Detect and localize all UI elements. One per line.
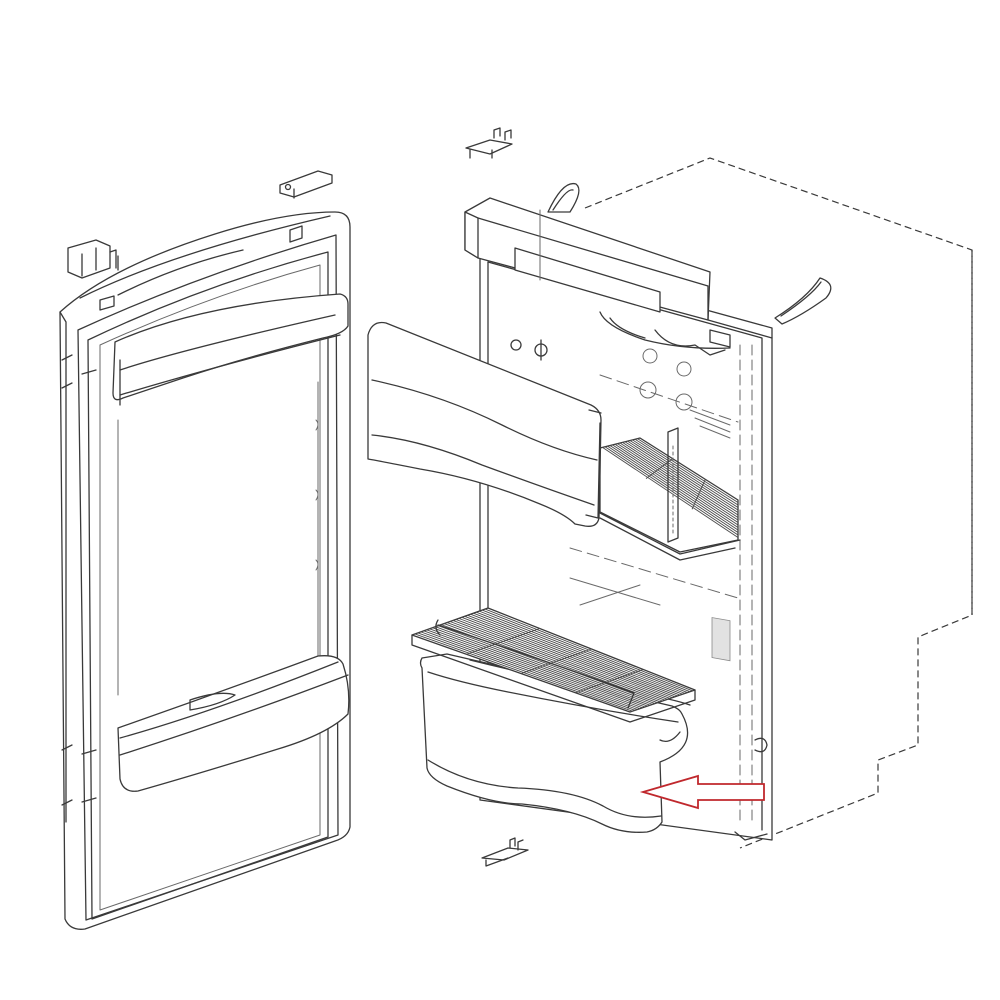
shelf-wire bbox=[627, 440, 739, 513]
rear-fittings bbox=[510, 311, 731, 439]
shelf-wire bbox=[604, 446, 739, 536]
shelf-wire bbox=[432, 627, 648, 707]
shelf-wire bbox=[479, 610, 688, 693]
shelf-wire bbox=[481, 609, 691, 693]
shelf-wire bbox=[420, 631, 638, 710]
shelf-wire bbox=[414, 633, 633, 712]
hinge-pin-bottom bbox=[481, 837, 529, 867]
shelf-wire bbox=[619, 442, 739, 521]
shelf-wire bbox=[612, 444, 739, 528]
shelf-wire bbox=[417, 632, 636, 711]
upper-wire-shelf bbox=[597, 427, 741, 561]
shelf-wire bbox=[461, 616, 673, 699]
shelf-wire bbox=[614, 443, 739, 526]
shelf-wire bbox=[435, 626, 651, 706]
shelf-wire bbox=[429, 628, 646, 708]
shelf-wire bbox=[637, 438, 739, 503]
door-hinge-cover bbox=[279, 170, 333, 199]
shelf-wire bbox=[438, 625, 653, 705]
shelf-wire bbox=[629, 440, 739, 511]
shelf-wire bbox=[632, 439, 739, 508]
shelf-wire bbox=[467, 614, 678, 697]
door-top-hinge bbox=[67, 239, 119, 279]
control-panel-box bbox=[464, 197, 773, 339]
shelf-wire bbox=[449, 621, 663, 702]
hinge-pin-top bbox=[465, 127, 513, 159]
shelf-wire bbox=[476, 611, 686, 694]
shelf-wire bbox=[602, 447, 739, 538]
door-shelf-upper bbox=[367, 321, 602, 527]
shelf-wire bbox=[609, 445, 739, 531]
lower-wire-shelf bbox=[411, 607, 696, 723]
shelf-wire bbox=[452, 620, 666, 701]
shelf-wire bbox=[624, 441, 739, 516]
shelf-wire bbox=[458, 617, 671, 699]
shelf-wire bbox=[622, 441, 739, 518]
shelf-wire bbox=[634, 438, 739, 506]
shelf-wire bbox=[446, 622, 661, 703]
shelf-wire bbox=[464, 615, 676, 698]
shelf-wire bbox=[455, 619, 668, 700]
shelf-wire bbox=[470, 613, 681, 696]
shelf-wire bbox=[484, 608, 693, 692]
shelf-wire bbox=[426, 629, 643, 709]
fridge-door bbox=[59, 211, 351, 930]
shelf-wire bbox=[423, 630, 641, 710]
shelf-wire bbox=[473, 612, 683, 695]
highlight-arrow bbox=[639, 774, 765, 810]
strap-handles bbox=[547, 182, 832, 325]
